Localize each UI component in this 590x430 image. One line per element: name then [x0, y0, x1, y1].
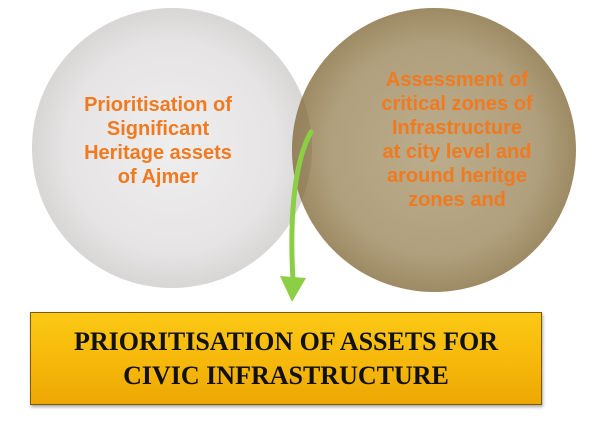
- left-circle: [32, 8, 312, 288]
- result-box: PRIORITISATION OF ASSETS FOR CIVIC INFRA…: [30, 312, 542, 405]
- result-label: PRIORITISATION OF ASSETS FOR CIVIC INFRA…: [73, 326, 499, 390]
- down-arrow-icon: [280, 129, 314, 302]
- left-circle-label: Prioritisation of Significant Heritage a…: [84, 94, 232, 188]
- right-circle: [292, 8, 576, 292]
- right-circle-label: Assessment of critical zones of Infrastr…: [381, 69, 533, 211]
